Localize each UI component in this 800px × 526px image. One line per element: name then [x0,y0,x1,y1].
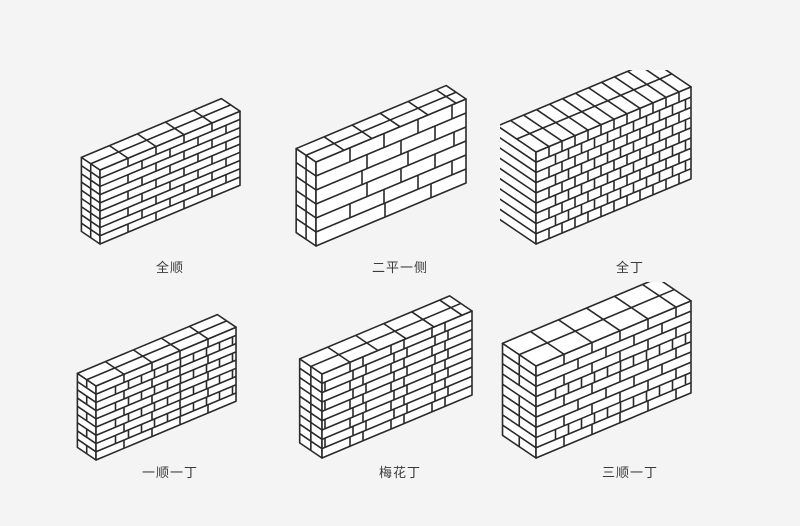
wall-cell-two-flat-one-side: 二平一侧 [270,70,530,310]
wall-full-stretcher [80,97,241,245]
bed-joint [315,140,467,205]
bed-joint [535,330,692,398]
bed-joint [315,126,467,191]
wall-cell-one-stretcher-one-header: 一顺一丁 [40,282,300,522]
bed-joint-end [500,147,537,174]
bed-joint [95,359,237,420]
wall-cell-full-stretcher: 全顺 [40,70,300,310]
wall-two-flat-one-side [295,84,467,247]
bed-joint-end [500,157,537,184]
bed-joint-end [500,198,537,225]
bed-joint [321,366,473,431]
wall-cell-flemish: 梅花丁 [270,282,530,522]
bed-joint [535,361,692,429]
bed-joint-end [500,208,537,235]
bed-joint [315,112,467,177]
bed-joint [95,351,237,412]
wall-drawing-two-flat-one-side [295,84,467,247]
bed-joint [321,356,473,422]
bed-joint-end [76,389,97,404]
bed-joint-end [502,352,537,377]
bed-joint [95,334,237,395]
bed-joint [535,341,692,408]
bed-joint [95,392,237,453]
wall-label-one-stretcher-one-header: 一顺一丁 [141,466,198,481]
bed-joint [315,154,467,219]
bed-joint [95,342,237,404]
bed-joint [535,96,692,163]
bed-joint [321,347,473,413]
wall-label-three-stretcher-one-header: 三顺一丁 [601,466,658,481]
bed-joint [535,310,692,377]
bed-joint [321,375,473,441]
top-mid-joint [310,302,462,368]
bed-joint-end [500,167,537,194]
top-mid-joint [518,288,675,356]
wall-three-stretcher-one-header [501,282,692,459]
wall-drawing-full-stretcher [80,97,241,245]
wall-flemish [298,295,473,459]
bed-joint-end [500,177,537,204]
bed-joint [95,384,237,445]
wall-label-two-flat-one-side: 二平一侧 [371,261,428,276]
wall-one-stretcher-one-header [76,313,237,461]
bed-joint [95,367,237,428]
top-mid-joint [516,73,673,140]
bed-joint [321,338,473,403]
bed-joint [321,319,473,385]
top-mid-joint [86,320,228,381]
wall-drawing-three-stretcher-one-header [501,282,692,459]
top-mid-joint [90,104,232,165]
wall-cell-full-header: 全丁 [500,70,760,310]
wall-label-flemish: 梅花丁 [378,466,421,481]
bed-joint [95,375,237,437]
wall-full-header [500,70,692,245]
bed-joint-end [500,136,537,163]
bed-joint [321,384,473,450]
bed-joint [321,328,473,394]
bed-joint [535,320,692,388]
bed-joint [99,126,241,188]
wall-cell-three-stretcher-one-header: 三顺一丁 [500,282,760,522]
bed-joint [315,168,467,233]
bed-joint [99,135,241,196]
wall-drawing-full-header [500,70,692,245]
wall-label-full-header: 全丁 [615,261,644,276]
top-mid-joint [305,91,457,157]
bed-joint [535,137,692,204]
bed-joint [535,351,692,418]
bed-joint-end [76,422,97,436]
bed-joint [535,116,692,184]
wall-label-full-stretcher: 全顺 [155,261,184,276]
wall-drawing-flemish [298,295,473,459]
bed-joint [535,157,692,225]
bed-joint-end [500,187,537,214]
bed-joint [535,371,692,439]
bed-joint [535,381,692,449]
wall-drawing-one-stretcher-one-header [76,313,237,461]
